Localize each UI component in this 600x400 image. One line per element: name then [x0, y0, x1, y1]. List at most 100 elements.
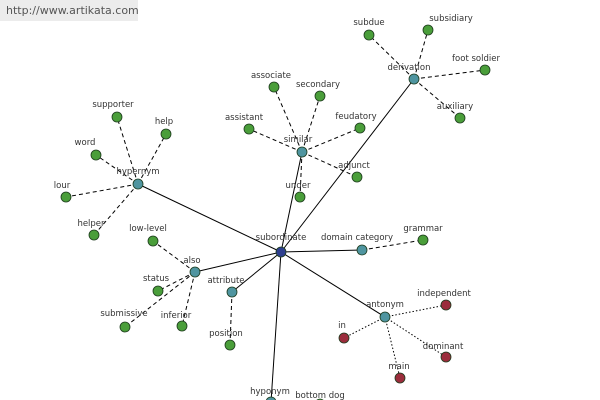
- edge-subordinate-attribute: [231, 251, 282, 293]
- node-word-help[interactable]: [160, 128, 172, 140]
- label-word-foot-soldier[interactable]: foot soldier: [452, 54, 500, 64]
- label-word-help[interactable]: help: [155, 117, 173, 127]
- node-word-lour[interactable]: [60, 191, 72, 203]
- node-word-associate[interactable]: [268, 81, 280, 93]
- label-hub-also[interactable]: also: [183, 256, 200, 266]
- edge-attribute-position: [229, 291, 233, 346]
- node-hub-similar[interactable]: [296, 146, 308, 158]
- label-word-associate[interactable]: associate: [251, 71, 291, 81]
- label-hub-attribute[interactable]: attribute: [207, 276, 244, 286]
- node-word-subsidiary[interactable]: [422, 24, 434, 36]
- edge-derivation-auxiliary: [413, 78, 461, 119]
- label-word-position[interactable]: position: [209, 329, 243, 339]
- node-word-low-level[interactable]: [147, 235, 159, 247]
- label-hub-hyponym[interactable]: hyponym: [250, 387, 290, 397]
- node-word-dominant[interactable]: [440, 351, 452, 363]
- node-word-subdue[interactable]: [363, 29, 375, 41]
- label-word-under[interactable]: under: [286, 181, 311, 191]
- node-word-submissive[interactable]: [119, 321, 131, 333]
- label-word-feudatory[interactable]: feudatory: [335, 112, 376, 122]
- label-word-auxiliary[interactable]: auxiliary: [437, 102, 473, 112]
- edge-subordinate-similar: [280, 151, 303, 253]
- label-word-helper[interactable]: helper: [77, 219, 105, 229]
- label-subordinate[interactable]: subordinate: [256, 233, 307, 243]
- edge-subordinate-derivation: [280, 78, 415, 253]
- node-hub-domain-category[interactable]: [356, 244, 368, 256]
- edge-subordinate-hypernym: [137, 183, 282, 253]
- label-word-low-level[interactable]: low-level: [129, 224, 167, 234]
- edge-subordinate-also: [194, 251, 282, 273]
- label-word-lour[interactable]: lour: [54, 181, 71, 191]
- label-word-assistant[interactable]: assistant: [225, 113, 264, 123]
- node-word-foot-soldier[interactable]: [479, 64, 491, 76]
- edge-derivation-foot-soldier: [413, 69, 486, 80]
- edge-similar-under: [299, 151, 303, 198]
- node-word-position[interactable]: [224, 339, 236, 351]
- edge-similar-assistant: [248, 128, 303, 153]
- edge-similar-secondary: [301, 95, 321, 153]
- label-hub-domain-category[interactable]: domain category: [321, 233, 393, 243]
- edge-derivation-subsidiary: [413, 29, 429, 80]
- node-subordinate[interactable]: [275, 246, 287, 258]
- node-word-under[interactable]: [294, 191, 306, 203]
- label-word-secondary[interactable]: secondary: [296, 80, 340, 90]
- edge-also-low-level: [152, 240, 196, 273]
- label-word-bottom-dog[interactable]: bottom dog: [295, 391, 344, 400]
- edge-also-inferior: [181, 271, 196, 327]
- edge-similar-feudatory: [301, 127, 361, 153]
- node-word-grammar[interactable]: [417, 234, 429, 246]
- node-word-assistant[interactable]: [243, 123, 255, 135]
- edge-antonym-dominant: [384, 316, 447, 358]
- node-word-adjunct[interactable]: [351, 171, 363, 183]
- node-word-feudatory[interactable]: [354, 122, 366, 134]
- edge-subordinate-hyponym: [270, 251, 282, 400]
- edge-hypernym-lour: [65, 183, 139, 198]
- label-hub-similar[interactable]: similar: [284, 135, 313, 145]
- node-word-status[interactable]: [152, 285, 164, 297]
- edge-derivation-subdue: [368, 34, 415, 80]
- label-word-subsidiary[interactable]: subsidiary: [429, 14, 473, 24]
- site-url-label[interactable]: http://www.artikata.com: [0, 0, 139, 21]
- node-hub-hyponym[interactable]: [265, 396, 277, 400]
- label-word-supporter[interactable]: supporter: [92, 100, 134, 110]
- label-word-subdue[interactable]: subdue: [353, 18, 384, 28]
- node-word-supporter[interactable]: [111, 111, 123, 123]
- node-hub-attribute[interactable]: [226, 286, 238, 298]
- label-hub-antonym[interactable]: antonym: [366, 300, 404, 310]
- node-hub-hypernym[interactable]: [132, 178, 144, 190]
- edge-also-submissive: [124, 271, 196, 328]
- edge-domain-category-grammar: [361, 239, 424, 251]
- label-word-adjunct[interactable]: adjunct: [338, 161, 370, 171]
- node-word-auxiliary[interactable]: [454, 112, 466, 124]
- node-word-independent[interactable]: [440, 299, 452, 311]
- node-word-in[interactable]: [338, 332, 350, 344]
- node-word-helper[interactable]: [88, 229, 100, 241]
- label-word-word[interactable]: word: [75, 138, 96, 148]
- node-word-secondary[interactable]: [314, 90, 326, 102]
- label-word-submissive[interactable]: submissive: [100, 309, 147, 319]
- edge-subordinate-domain-category: [280, 249, 363, 253]
- node-word-word[interactable]: [90, 149, 102, 161]
- node-word-inferior[interactable]: [176, 320, 188, 332]
- node-hub-antonym[interactable]: [379, 311, 391, 323]
- node-word-main[interactable]: [394, 372, 406, 384]
- edge-hypernym-supporter: [116, 116, 139, 185]
- edge-hypernym-helper: [93, 183, 139, 236]
- label-word-grammar[interactable]: grammar: [403, 224, 443, 234]
- node-hub-derivation[interactable]: [408, 73, 420, 85]
- label-word-inferior[interactable]: inferior: [161, 311, 192, 321]
- label-word-status[interactable]: status: [143, 274, 170, 284]
- label-word-independent[interactable]: independent: [417, 289, 471, 299]
- edge-hypernym-word: [95, 154, 139, 185]
- label-word-in[interactable]: in: [338, 321, 346, 331]
- label-hub-derivation[interactable]: derivation: [387, 63, 430, 73]
- edge-antonym-in: [343, 316, 386, 339]
- label-hub-hypernym[interactable]: hypernym: [116, 167, 159, 177]
- edge-similar-associate: [273, 86, 303, 153]
- label-word-dominant[interactable]: dominant: [423, 342, 464, 352]
- edge-similar-adjunct: [301, 151, 358, 178]
- edge-subordinate-antonym: [280, 251, 386, 318]
- label-word-main[interactable]: main: [388, 362, 409, 372]
- node-hub-also[interactable]: [189, 266, 201, 278]
